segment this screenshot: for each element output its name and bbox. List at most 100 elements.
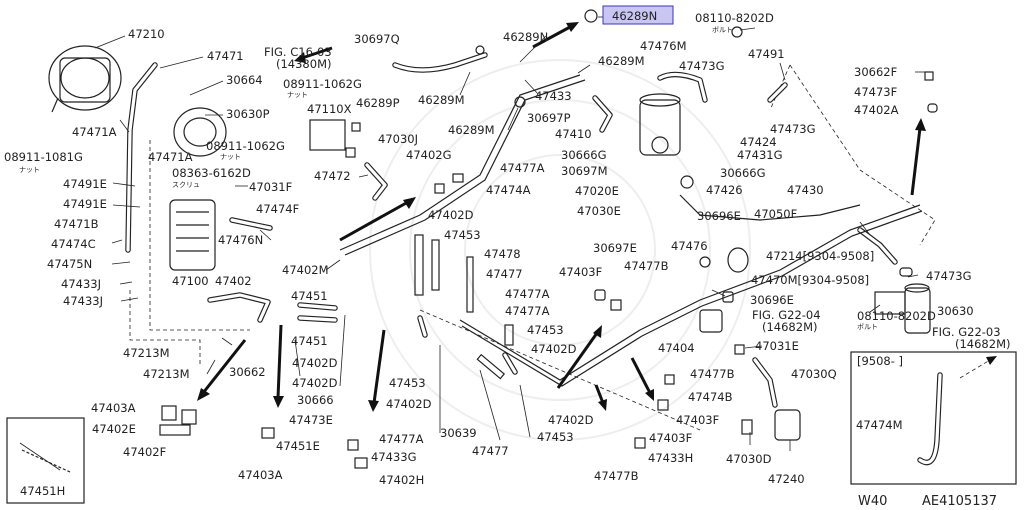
part-label[interactable]: 30697P — [527, 111, 571, 125]
part-label[interactable]: 47402M — [282, 263, 329, 277]
part-label[interactable]: 47473G — [679, 59, 725, 73]
part-label[interactable]: 30697Q — [354, 32, 400, 46]
part-label[interactable]: 47477 — [486, 267, 523, 281]
part-label[interactable]: 08363-6162D — [172, 166, 251, 180]
highlighted-part-box[interactable] — [602, 5, 674, 25]
part-label[interactable]: 46289N — [503, 30, 548, 44]
part-label[interactable]: FIG. G22-03 — [932, 325, 1001, 339]
part-label[interactable]: 47030J — [378, 132, 418, 146]
part-label[interactable]: 47476 — [671, 239, 708, 253]
part-label[interactable]: 46289M — [598, 54, 645, 68]
part-label[interactable]: 47471A — [148, 150, 193, 164]
part-label[interactable]: 47426 — [706, 183, 743, 197]
part-label[interactable]: 30696E — [750, 293, 794, 307]
part-label[interactable]: 47403F — [676, 413, 719, 427]
part-label[interactable]: 47474M — [856, 418, 903, 432]
part-label[interactable]: 47453 — [527, 323, 564, 337]
part-label[interactable]: 47402F — [123, 445, 166, 459]
part-label[interactable]: 47402G — [406, 148, 452, 162]
part-label[interactable]: 30666G — [561, 148, 607, 162]
part-label[interactable]: 30662F — [854, 65, 897, 79]
part-label[interactable]: 47404 — [658, 341, 695, 355]
part-label[interactable]: 47477A — [379, 432, 424, 446]
part-label[interactable]: 08911-1062G — [206, 139, 285, 153]
part-label[interactable]: 47477B — [624, 259, 669, 273]
part-label[interactable]: 47491E — [63, 177, 107, 191]
part-label[interactable]: 47477A — [500, 161, 545, 175]
part-label[interactable]: 47402 — [215, 274, 252, 288]
part-label[interactable]: 47433 — [535, 89, 572, 103]
part-label-highlighted[interactable]: 46289N — [612, 9, 657, 23]
part-label[interactable]: 47474C — [51, 237, 96, 251]
part-label[interactable]: 30630P — [226, 107, 270, 121]
part-label[interactable]: 47402D — [386, 397, 432, 411]
part-label[interactable]: 47476M — [640, 39, 687, 53]
part-label[interactable]: 08110-8202D — [857, 309, 936, 323]
part-label[interactable]: 47473F — [854, 85, 897, 99]
part-label[interactable]: 47433J — [63, 294, 103, 308]
part-label[interactable]: 47030D — [726, 452, 772, 466]
part-label[interactable]: 47424 — [740, 135, 777, 149]
part-label[interactable]: 30697E — [593, 241, 637, 255]
part-label[interactable]: 47477 — [472, 444, 509, 458]
part-label[interactable]: 47471B — [54, 217, 99, 231]
part-label[interactable]: 47474A — [486, 183, 531, 197]
part-label[interactable]: 47410 — [555, 127, 592, 141]
part-label[interactable]: 47433H — [648, 451, 693, 465]
part-label[interactable]: 47475N — [47, 257, 92, 271]
part-label[interactable]: 46289M — [418, 93, 465, 107]
part-label[interactable]: 47403A — [238, 468, 283, 482]
part-label[interactable]: 47031F — [249, 180, 292, 194]
part-label[interactable]: FIG. C16-03 — [264, 45, 332, 59]
part-label[interactable]: 47402E — [92, 422, 136, 436]
part-label[interactable]: 47214[9304-9508] — [766, 249, 874, 263]
part-label[interactable]: 47491 — [748, 47, 785, 61]
part-label[interactable]: 47453 — [537, 430, 574, 444]
part-label[interactable]: 47477A — [505, 287, 550, 301]
part-label[interactable]: 46289P — [356, 96, 400, 110]
part-label[interactable]: FIG. G22-04 — [752, 308, 821, 322]
part-label[interactable]: 47472 — [314, 169, 351, 183]
part-label[interactable]: 47477B — [594, 469, 639, 483]
part-label[interactable]: 47470M[9304-9508] — [751, 273, 869, 287]
part-label[interactable]: 47471 — [207, 49, 244, 63]
part-label[interactable]: 46289M — [448, 123, 495, 137]
part-label[interactable]: 47213M — [143, 367, 190, 381]
part-label[interactable]: 30639 — [440, 426, 477, 440]
part-label[interactable]: 47451 — [291, 289, 328, 303]
part-label[interactable]: 30696E — [697, 209, 741, 223]
part-label[interactable]: 47476N — [218, 233, 263, 247]
part-label[interactable]: 47402D — [428, 208, 474, 222]
part-label[interactable]: 47477B — [690, 367, 735, 381]
part-label[interactable]: 08911-1062G — [283, 77, 362, 91]
part-label[interactable]: 47473E — [289, 413, 333, 427]
part-label[interactable]: 47050F — [754, 207, 797, 221]
part-label[interactable]: 47451 — [291, 334, 328, 348]
part-label[interactable]: 47210 — [128, 27, 165, 41]
part-label[interactable]: 47402D — [292, 356, 338, 370]
part-label[interactable]: 47451H — [20, 484, 65, 498]
part-label[interactable]: 30666 — [297, 393, 334, 407]
part-label[interactable]: 47403F — [649, 431, 692, 445]
part-label[interactable]: 47474F — [256, 202, 299, 216]
part-label[interactable]: 47402D — [292, 376, 338, 390]
part-label[interactable]: 47030Q — [791, 367, 837, 381]
part-label[interactable]: 47491E — [63, 197, 107, 211]
part-label[interactable]: 30630 — [937, 304, 974, 318]
part-label[interactable]: 47431G — [737, 148, 783, 162]
part-label[interactable]: 47471A — [72, 125, 117, 139]
part-label[interactable]: 30662 — [229, 365, 266, 379]
part-label[interactable]: 30666G — [720, 166, 766, 180]
part-label[interactable]: 47402D — [548, 413, 594, 427]
part-label[interactable]: 47430 — [787, 183, 824, 197]
part-label[interactable]: 47474B — [688, 390, 733, 404]
part-label[interactable]: 47240 — [768, 472, 805, 486]
part-label[interactable]: 47477A — [505, 304, 550, 318]
part-label[interactable]: 47451E — [276, 439, 320, 453]
part-label[interactable]: 47100 — [172, 274, 209, 288]
part-label[interactable]: 47402D — [531, 342, 577, 356]
part-label[interactable]: 47030E — [577, 204, 621, 218]
part-label[interactable]: 47473G — [926, 269, 972, 283]
part-label[interactable]: 47403A — [91, 401, 136, 415]
part-label[interactable]: 47213M — [123, 346, 170, 360]
